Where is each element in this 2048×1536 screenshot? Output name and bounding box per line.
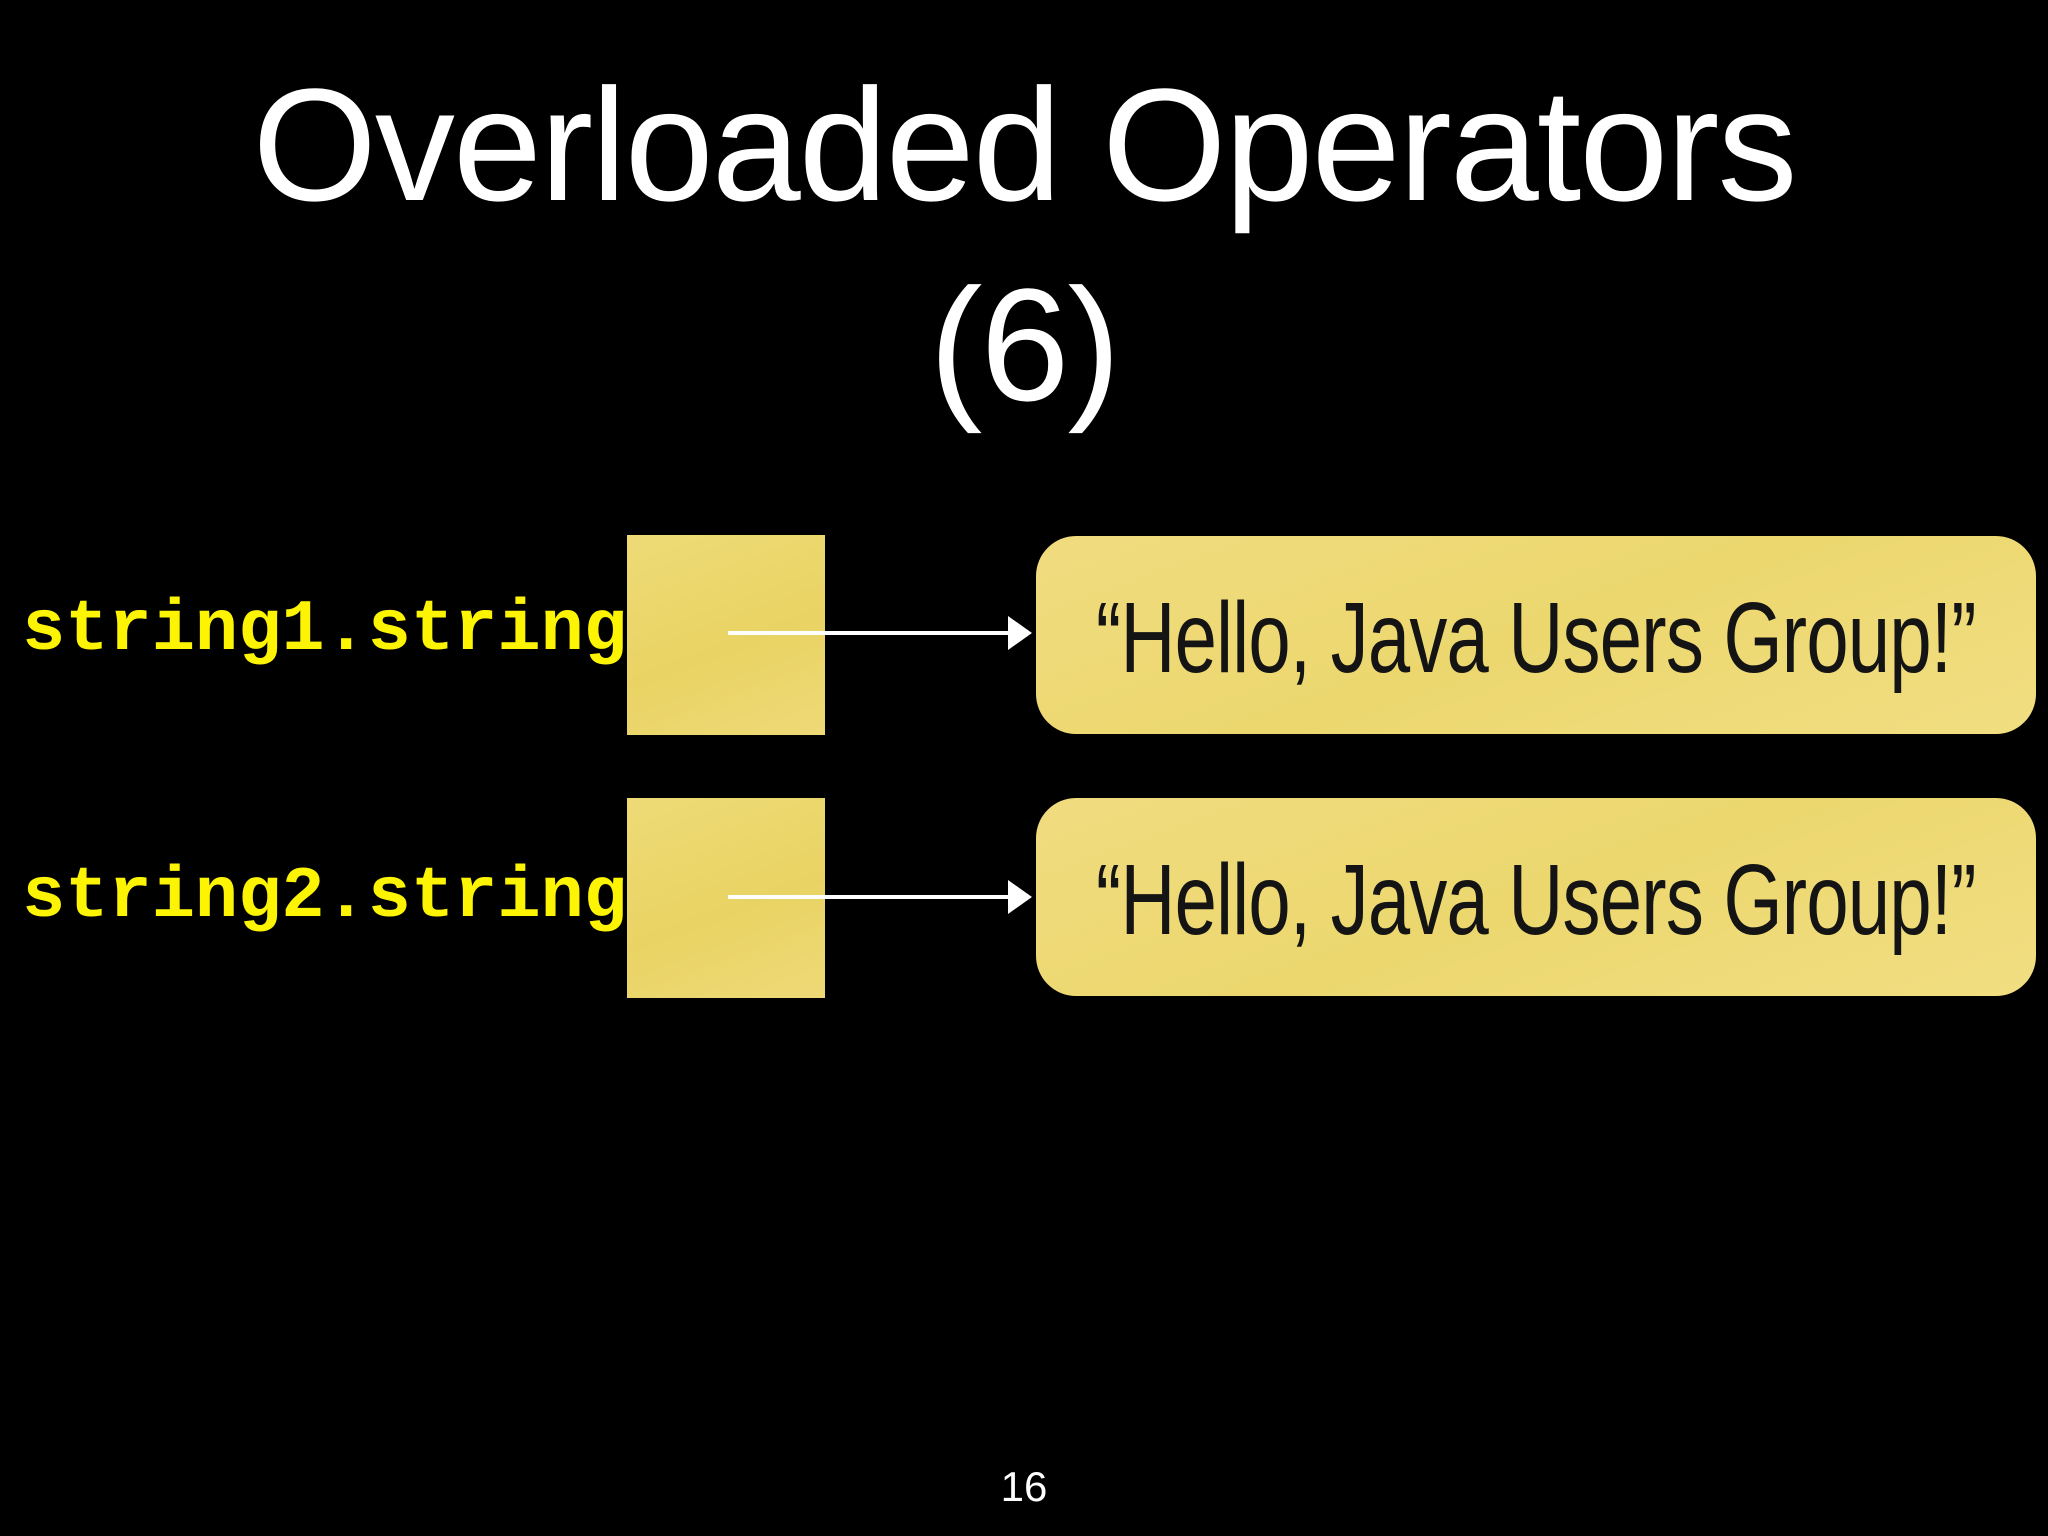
arrow-head (1008, 880, 1032, 914)
string-value-text: “Hello, Java Users Group!” (1096, 843, 1977, 956)
string-value-box: “Hello, Java Users Group!” (1036, 798, 2036, 996)
page-number: 16 (1000, 1463, 1048, 1510)
string-value-text: “Hello, Java Users Group!” (1096, 581, 1977, 694)
slide-title-line2: (6) (929, 255, 1121, 434)
string-value-box: “Hello, Java Users Group!” (1036, 536, 2036, 734)
right-arrow-icon (728, 880, 1032, 914)
arrow-shaft (728, 631, 1010, 635)
variable-label-string2: string2.string (22, 856, 627, 938)
slide-title-line1: Overloaded Operators (252, 55, 1797, 234)
arrow-shaft (728, 895, 1010, 899)
reference-box-string1 (627, 535, 825, 735)
variable-label-string1: string1.string (22, 589, 627, 671)
right-arrow-icon (728, 616, 1032, 650)
slide-title: Overloaded Operators (6) (0, 45, 2048, 445)
arrow-head (1008, 616, 1032, 650)
